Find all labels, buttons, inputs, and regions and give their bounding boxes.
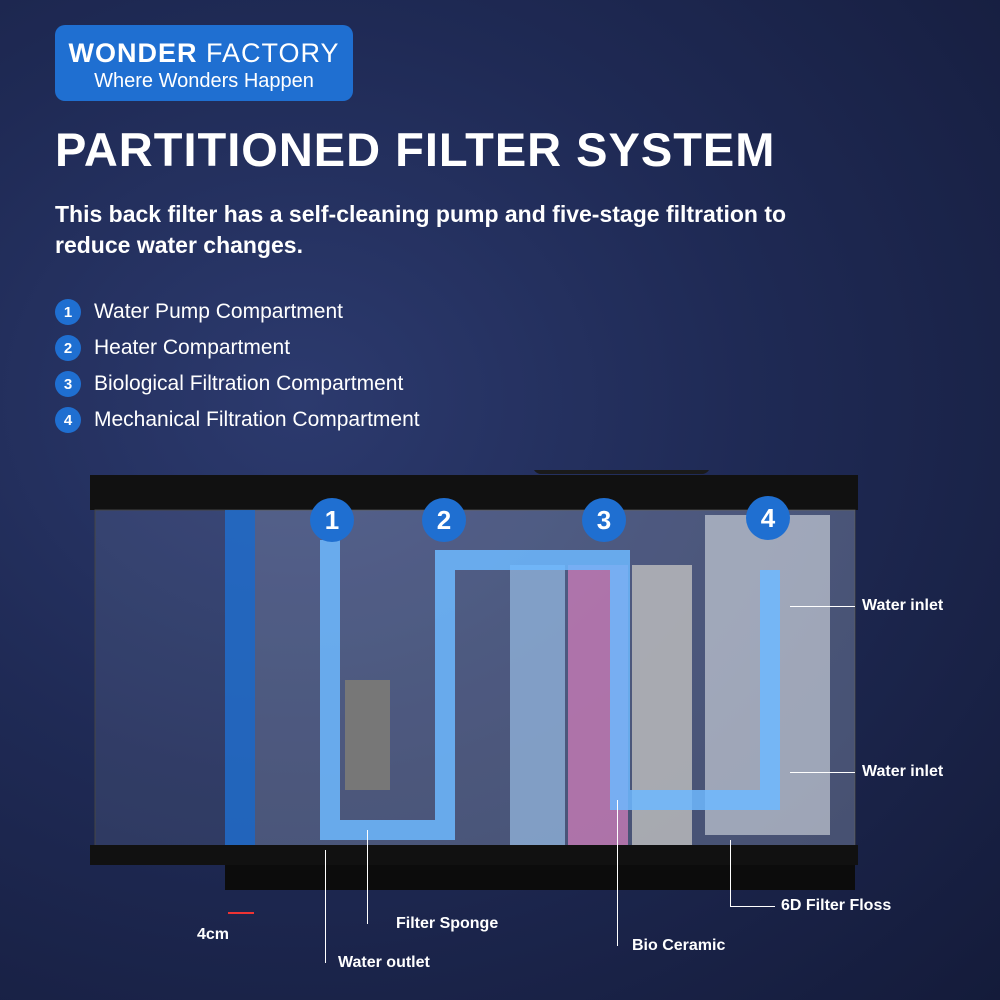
page-title: PARTITIONED FILTER SYSTEM: [55, 123, 776, 176]
callout-water-inlet-1: Water inlet: [862, 597, 944, 614]
depth-label: 4cm: [197, 926, 230, 943]
compartment-badge-3: 3: [582, 498, 626, 542]
brand-name-bold: WONDER: [68, 38, 198, 68]
callout-filter-sponge: Filter Sponge: [396, 915, 499, 932]
callout-filter-floss: 6D Filter Floss: [781, 897, 892, 914]
aquarium-illustration: [90, 470, 858, 890]
compartment-badge-1: 1: [310, 498, 354, 542]
brand-name-light: FACTORY: [205, 38, 340, 68]
compartment-badge-4: 4: [746, 496, 790, 540]
list-item: 3 Biological Filtration Compartment: [55, 366, 420, 402]
list-item-label: Mechanical Filtration Compartment: [94, 408, 420, 431]
number-badge: 2: [55, 335, 81, 361]
list-item: 4 Mechanical Filtration Compartment: [55, 402, 420, 438]
compartment-badge-2: 2: [422, 498, 466, 542]
compartment-list: 1 Water Pump Compartment 2 Heater Compartm…: [55, 294, 420, 438]
callout-bio-ceramic: Bio Ceramic: [632, 937, 726, 954]
list-item: 1 Water Pump Compartment: [55, 294, 420, 330]
number-badge: 1: [55, 299, 81, 325]
list-item-label: Biological Filtration Compartment: [94, 372, 404, 395]
brand-logo: WONDER FACTORY Where Wonders Happen: [55, 25, 353, 101]
number-badge: 4: [55, 407, 81, 433]
list-item-label: Water Pump Compartment: [94, 300, 343, 323]
subtitle: This back filter has a self-cleaning pum…: [55, 201, 787, 258]
callout-water-outlet: Water outlet: [338, 954, 430, 971]
brand-tagline: Where Wonders Happen: [94, 70, 314, 92]
list-item: 2 Heater Compartment: [55, 330, 420, 366]
number-badge: 3: [55, 371, 81, 397]
list-item-label: Heater Compartment: [94, 336, 291, 359]
callout-water-inlet-2: Water inlet: [862, 763, 944, 780]
